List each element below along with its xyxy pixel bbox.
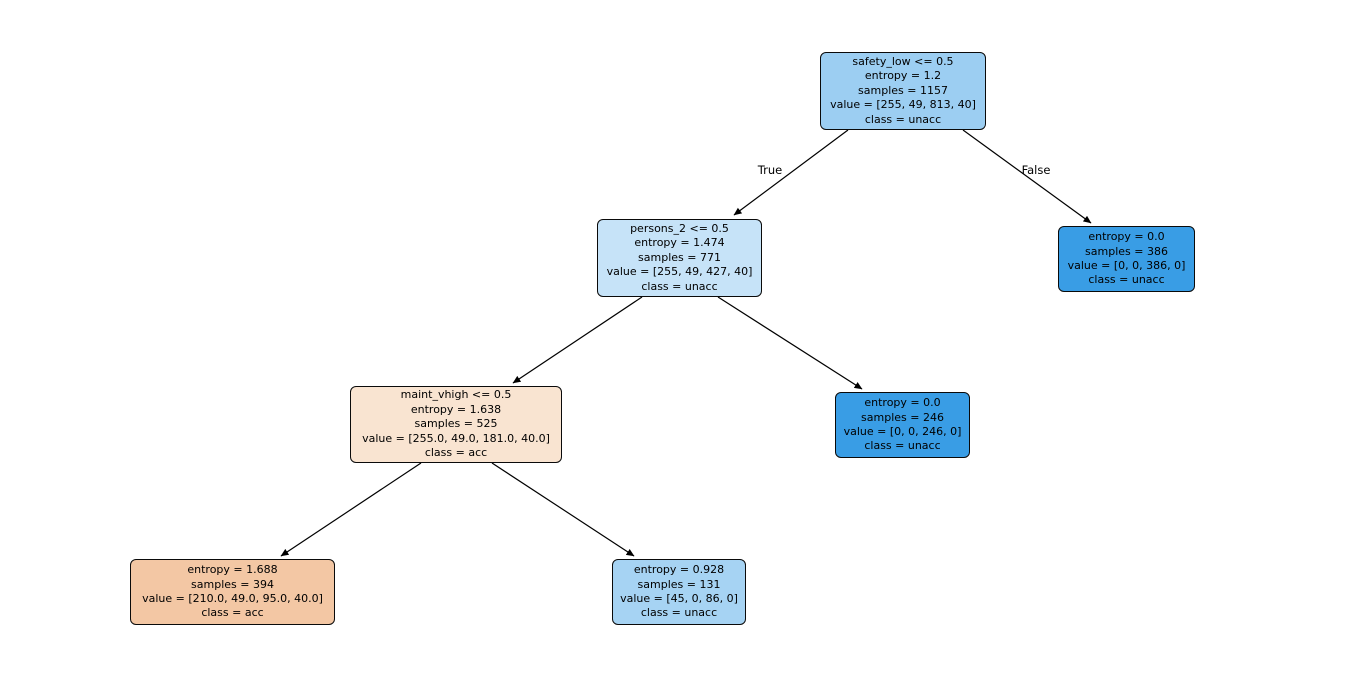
node-samples: samples = 394 bbox=[191, 577, 274, 591]
node-entropy: entropy = 1.2 bbox=[864, 69, 942, 83]
node-value: value = [255.0, 49.0, 181.0, 40.0] bbox=[362, 431, 550, 445]
node-condition: maint_vhigh <= 0.5 bbox=[400, 388, 512, 402]
node-samples: samples = 525 bbox=[414, 417, 498, 431]
node-samples: samples = 1157 bbox=[858, 83, 948, 97]
node-entropy: entropy = 0.928 bbox=[633, 563, 725, 577]
tree-node-depth2-right-leaf: entropy = 0.0 samples = 246 value = [0, … bbox=[835, 392, 970, 458]
tree-node-depth1-right-leaf: entropy = 0.0 samples = 386 value = [0, … bbox=[1058, 226, 1195, 292]
node-entropy: entropy = 1.474 bbox=[634, 236, 725, 250]
node-samples: samples = 771 bbox=[638, 250, 721, 264]
edge-depth2-right bbox=[491, 462, 635, 557]
tree-node-depth3-left-leaf: entropy = 1.688 samples = 394 value = [2… bbox=[130, 559, 335, 625]
node-value: value = [255, 49, 813, 40] bbox=[830, 98, 976, 112]
node-entropy: entropy = 1.638 bbox=[410, 402, 502, 416]
node-value: value = [45, 0, 86, 0] bbox=[620, 592, 738, 605]
node-value: value = [210.0, 49.0, 95.0, 40.0] bbox=[142, 592, 323, 605]
node-class: class = unacc bbox=[864, 439, 941, 453]
tree-node-depth1-left: persons_2 <= 0.5 entropy = 1.474 samples… bbox=[597, 219, 762, 297]
node-value: value = [255, 49, 427, 40] bbox=[606, 265, 753, 279]
tree-node-root: safety_low <= 0.5 entropy = 1.2 samples … bbox=[820, 52, 986, 130]
node-entropy: entropy = 0.0 bbox=[864, 396, 941, 410]
node-entropy: entropy = 1.688 bbox=[187, 563, 278, 577]
node-class: class = acc bbox=[201, 606, 264, 620]
node-condition: persons_2 <= 0.5 bbox=[630, 221, 729, 235]
edge-root-true bbox=[733, 129, 849, 216]
node-class: class = unacc bbox=[1088, 273, 1165, 287]
node-value: value = [0, 0, 246, 0] bbox=[843, 425, 962, 438]
edge-label-true: True bbox=[757, 163, 783, 177]
node-class: class = unacc bbox=[864, 112, 942, 126]
edge-depth2-left bbox=[280, 462, 422, 557]
tree-node-depth2-left: maint_vhigh <= 0.5 entropy = 1.638 sampl… bbox=[350, 386, 562, 463]
node-class: class = unacc bbox=[640, 606, 718, 620]
node-value: value = [0, 0, 386, 0] bbox=[1067, 259, 1186, 272]
node-class: class = unacc bbox=[641, 279, 718, 293]
edge-label-false: False bbox=[1021, 163, 1051, 177]
node-condition: safety_low <= 0.5 bbox=[852, 54, 954, 68]
node-class: class = acc bbox=[424, 446, 488, 460]
edge-depth1-right bbox=[717, 296, 863, 390]
node-samples: samples = 131 bbox=[637, 577, 721, 591]
edge-depth1-left bbox=[512, 296, 643, 384]
tree-node-depth3-right-leaf: entropy = 0.928 samples = 131 value = [4… bbox=[612, 559, 746, 625]
node-samples: samples = 246 bbox=[861, 410, 944, 424]
node-entropy: entropy = 0.0 bbox=[1088, 230, 1165, 244]
node-samples: samples = 386 bbox=[1085, 244, 1168, 258]
